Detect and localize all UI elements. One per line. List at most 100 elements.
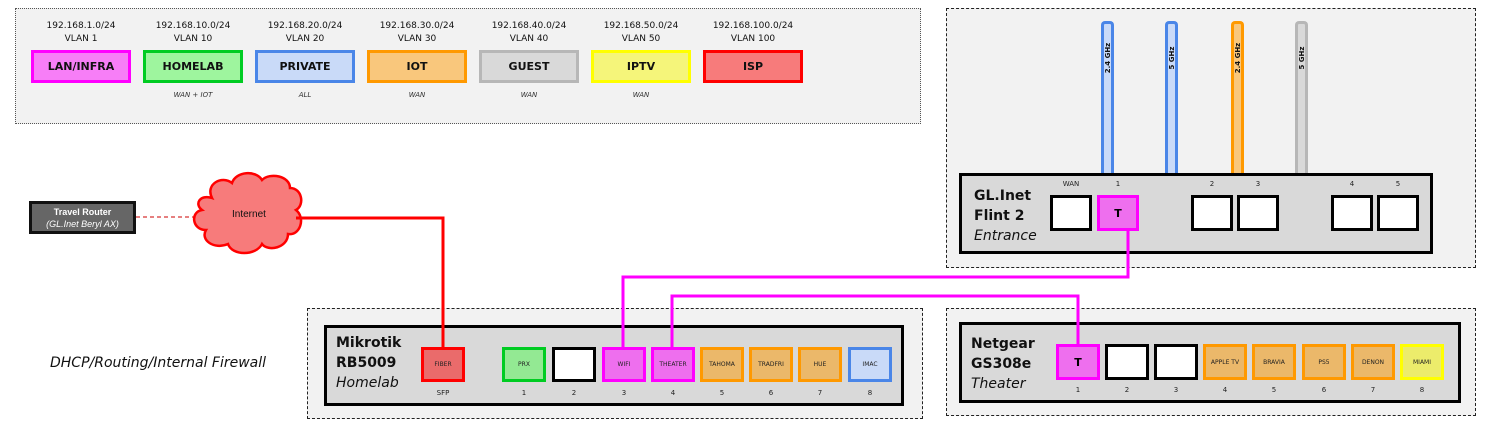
mikrotik-port[interactable]: WIFI bbox=[602, 347, 646, 382]
internet-cloud-icon[interactable] bbox=[193, 172, 303, 255]
vlan-id: VLAN 40 bbox=[509, 34, 549, 44]
netgear-port-number: 5 bbox=[1271, 386, 1277, 394]
vlan-subnet: 192.168.1.0/24 bbox=[46, 21, 116, 31]
mikrotik-port-number: SFP bbox=[436, 389, 450, 397]
mikrotik-port[interactable]: PRX bbox=[502, 347, 546, 382]
vlan-id: VLAN 30 bbox=[397, 34, 437, 44]
netgear-port[interactable] bbox=[1154, 344, 1198, 380]
mikrotik-location: Homelab bbox=[336, 375, 399, 391]
vlan-access-note: WAN + IOT bbox=[173, 91, 213, 99]
vlan-id: VLAN 1 bbox=[64, 34, 98, 44]
travel-router-model: (GL.Inet Beryl AX) bbox=[46, 219, 119, 229]
antenna-icon: 5 GHz bbox=[1295, 21, 1308, 173]
vlan-badge: PRIVATE bbox=[255, 50, 355, 83]
flint-port-number: 1 bbox=[1115, 180, 1121, 188]
isp-fiber-wire bbox=[296, 216, 445, 347]
mikrotik-port[interactable]: FIBER bbox=[421, 347, 465, 382]
vlan-subnet: 192.168.20.0/24 bbox=[267, 21, 343, 31]
flint-brand: GL.Inet bbox=[974, 188, 1032, 204]
vlan-subnet: 192.168.50.0/24 bbox=[603, 21, 679, 31]
vlan-badge: IPTV bbox=[591, 50, 691, 83]
mikrotik-port[interactable]: IMAC bbox=[848, 347, 892, 382]
vlan-badge: ISP bbox=[703, 50, 803, 83]
netgear-port-number: 6 bbox=[1321, 386, 1327, 394]
vlan-subnet: 192.168.30.0/24 bbox=[379, 21, 455, 31]
flint-port-number: 2 bbox=[1209, 180, 1215, 188]
netgear-port-number: 1 bbox=[1075, 386, 1081, 394]
flint-location: Entrance bbox=[974, 228, 1037, 244]
vlan-id: VLAN 100 bbox=[730, 34, 776, 44]
mikrotik-model: RB5009 bbox=[336, 355, 397, 371]
flint-port-number: 3 bbox=[1255, 180, 1261, 188]
netgear-port[interactable]: APPLE TV bbox=[1203, 344, 1247, 380]
netgear-port[interactable]: DENON bbox=[1351, 344, 1395, 380]
netgear-port-number: 7 bbox=[1370, 386, 1376, 394]
vlan-access-note: WAN bbox=[632, 91, 650, 99]
vlan-id: VLAN 50 bbox=[621, 34, 661, 44]
vlan-badge: GUEST bbox=[479, 50, 579, 83]
antenna-icon: 5 GHz bbox=[1165, 21, 1178, 173]
flint-port[interactable] bbox=[1050, 195, 1092, 231]
mikrotik-port-number: 4 bbox=[670, 389, 676, 397]
vlan-badge: IOT bbox=[367, 50, 467, 83]
mikrotik-port[interactable]: TRADFRI bbox=[749, 347, 793, 382]
travel-router-name: Travel Router bbox=[53, 207, 112, 217]
netgear-port-number: 2 bbox=[1124, 386, 1130, 394]
flint-port[interactable] bbox=[1237, 195, 1279, 231]
trunk-wire-wifi-to-flint bbox=[621, 230, 1130, 347]
netgear-port[interactable]: T bbox=[1056, 344, 1100, 380]
netgear-port[interactable]: BRAVIA bbox=[1252, 344, 1296, 380]
mikrotik-port[interactable] bbox=[552, 347, 596, 382]
vlan-access-note: WAN bbox=[408, 91, 426, 99]
vlan-id: VLAN 10 bbox=[173, 34, 213, 44]
flint-port-number: 5 bbox=[1395, 180, 1401, 188]
mikrotik-port-number: 1 bbox=[521, 389, 527, 397]
travel-router[interactable]: Travel Router (GL.Inet Beryl AX) bbox=[29, 201, 136, 234]
mikrotik-port-number: 3 bbox=[621, 389, 627, 397]
vlan-access-note: ALL bbox=[298, 91, 312, 99]
mikrotik-brand: Mikrotik bbox=[336, 335, 402, 351]
mikrotik-port[interactable]: TAHOMA bbox=[700, 347, 744, 382]
flint-model: Flint 2 bbox=[974, 208, 1025, 224]
vlan-id: VLAN 20 bbox=[285, 34, 325, 44]
vlan-badge: LAN/INFRA bbox=[31, 50, 131, 83]
vlan-subnet: 192.168.10.0/24 bbox=[155, 21, 231, 31]
netgear-location: Theater bbox=[971, 376, 1026, 392]
netgear-port[interactable]: PS5 bbox=[1302, 344, 1346, 380]
flint-port[interactable]: T bbox=[1097, 195, 1139, 231]
mikrotik-port[interactable]: HUE bbox=[798, 347, 842, 382]
antenna-icon: 2.4 GHz bbox=[1231, 21, 1244, 173]
netgear-port[interactable]: MIAMI bbox=[1400, 344, 1444, 380]
netgear-model: GS308e bbox=[971, 356, 1032, 372]
netgear-port-number: 3 bbox=[1173, 386, 1179, 394]
vlan-subnet: 192.168.40.0/24 bbox=[491, 21, 567, 31]
vlan-badge: HOMELAB bbox=[143, 50, 243, 83]
mikrotik-port-number: 8 bbox=[867, 389, 873, 397]
vlan-access-note: WAN bbox=[520, 91, 538, 99]
flint-port[interactable] bbox=[1191, 195, 1233, 231]
vlan-subnet: 192.168.100.0/24 bbox=[712, 21, 794, 31]
flint-port-number: 4 bbox=[1349, 180, 1355, 188]
flint-port[interactable] bbox=[1377, 195, 1419, 231]
mikrotik-port-number: 2 bbox=[571, 389, 577, 397]
mikrotik-port-number: 7 bbox=[817, 389, 823, 397]
internet-label: Internet bbox=[232, 209, 266, 220]
flint-port-number: WAN bbox=[1062, 180, 1080, 188]
flint-port[interactable] bbox=[1331, 195, 1373, 231]
antenna-icon: 2.4 GHz bbox=[1101, 21, 1114, 173]
netgear-brand: Netgear bbox=[971, 336, 1035, 352]
trunk-wire-theater-to-netgear bbox=[670, 294, 1080, 347]
mikrotik-port[interactable]: THEATER bbox=[651, 347, 695, 382]
mikrotik-port-number: 5 bbox=[719, 389, 725, 397]
netgear-port[interactable] bbox=[1105, 344, 1149, 380]
mikrotik-port-number: 6 bbox=[768, 389, 774, 397]
mikrotik-role-caption: DHCP/Routing/Internal Firewall bbox=[50, 355, 267, 371]
netgear-port-number: 8 bbox=[1419, 386, 1425, 394]
